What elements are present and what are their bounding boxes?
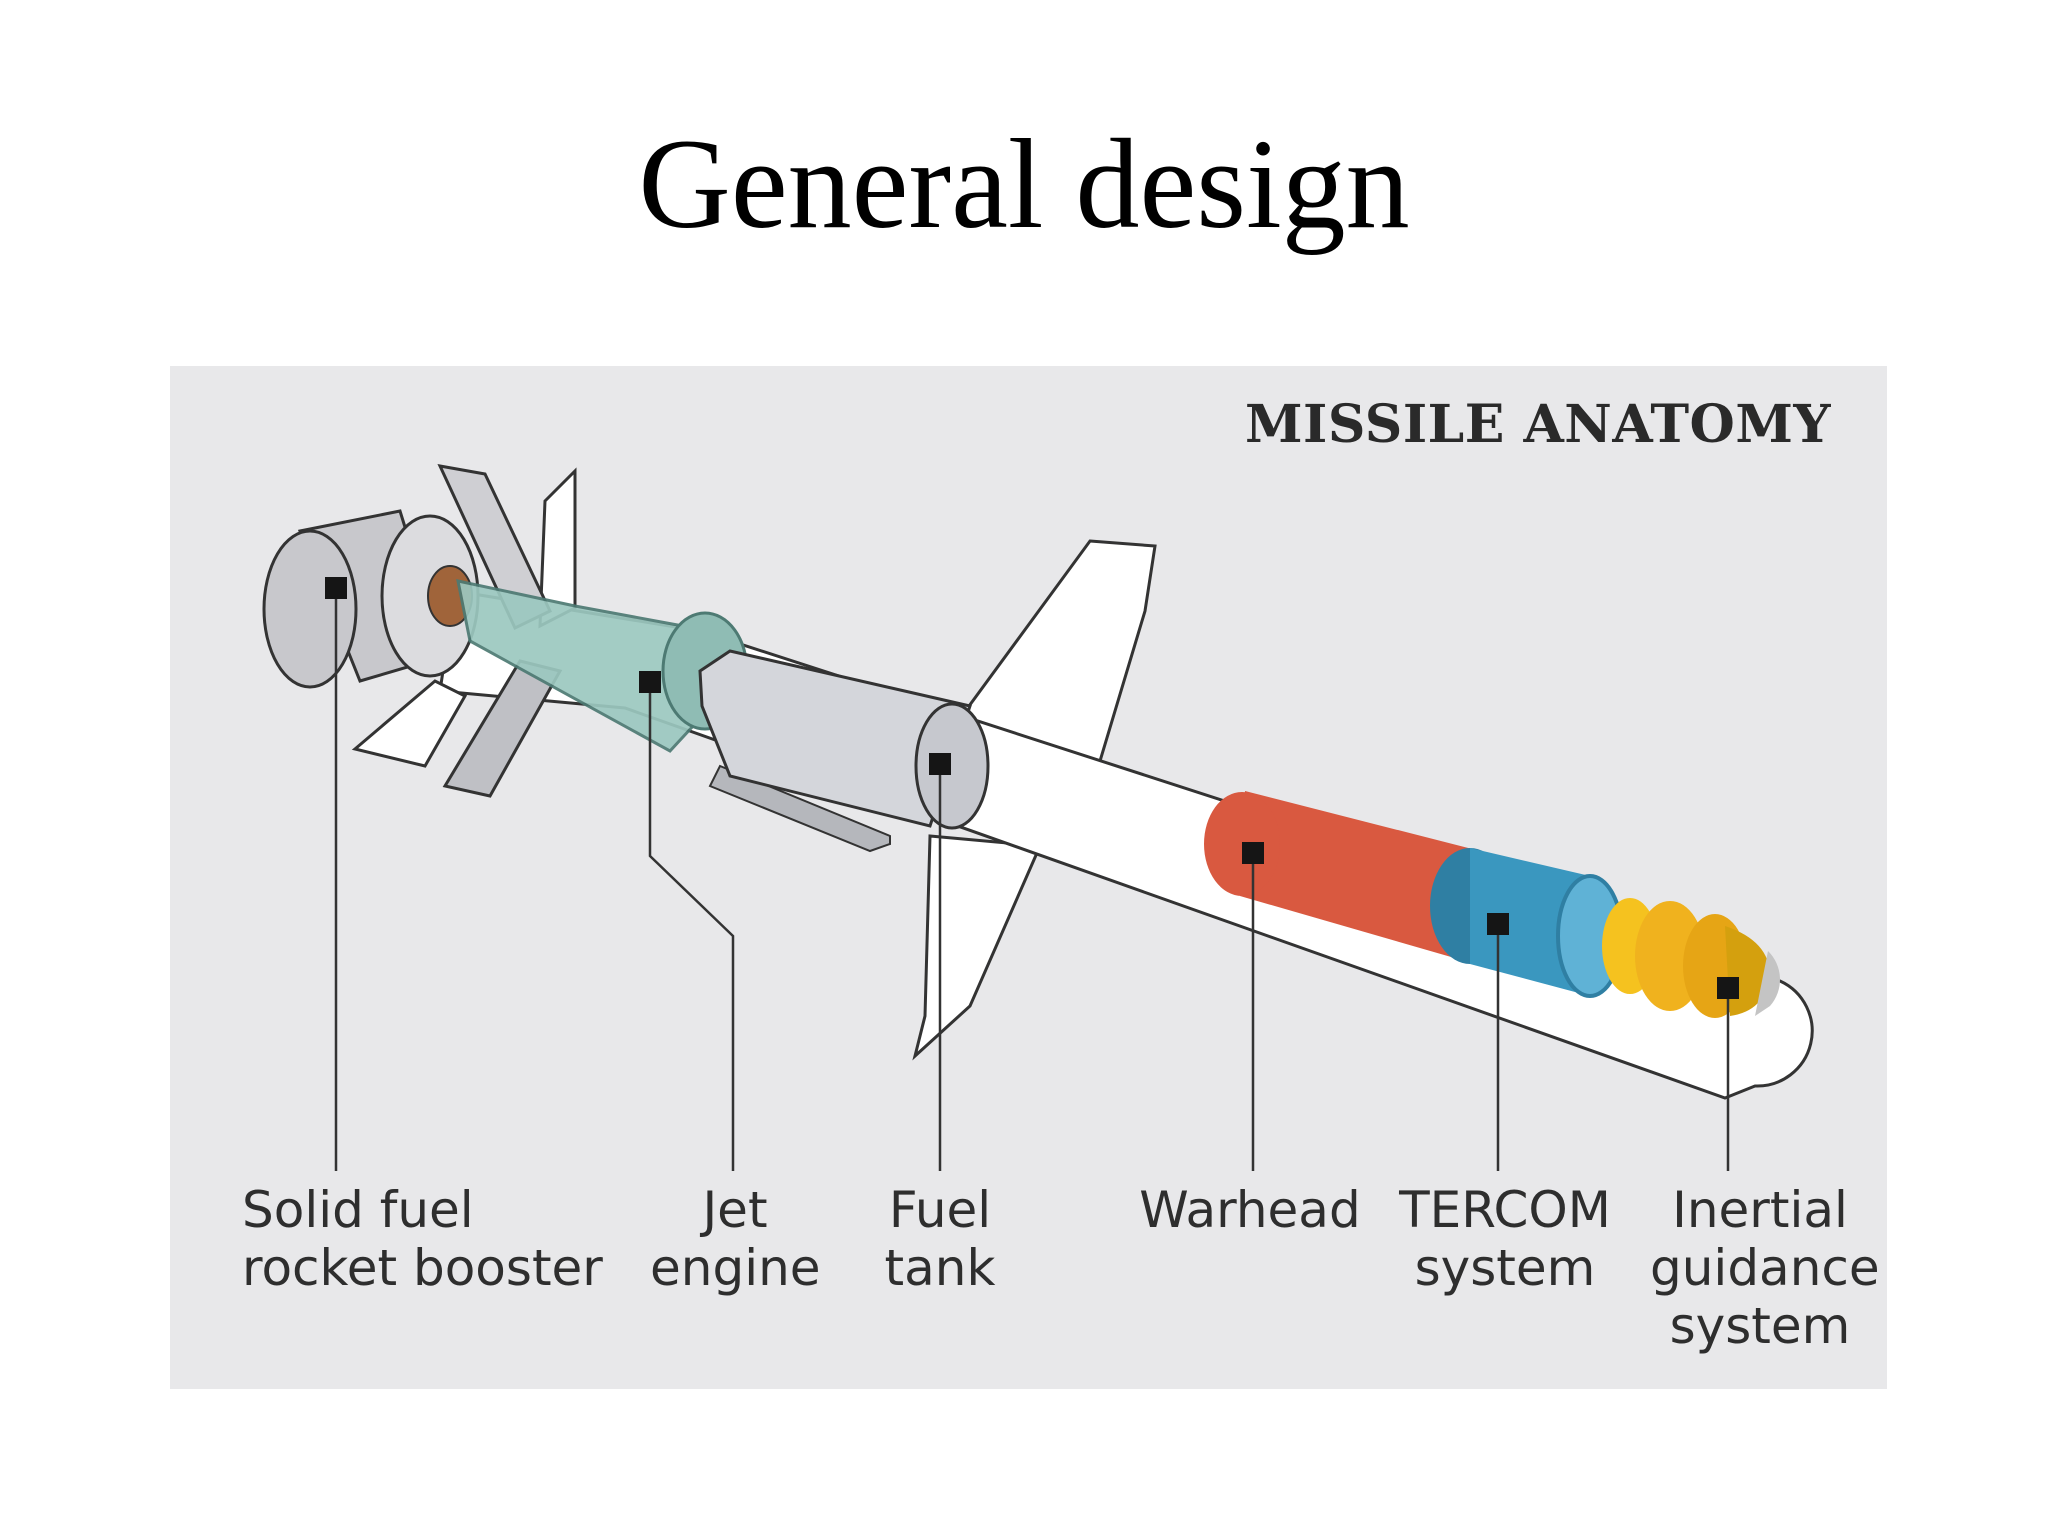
marker-ins	[1717, 977, 1739, 999]
leader-jet	[648, 682, 735, 1171]
marker-tercom	[1487, 913, 1509, 935]
leader-lines	[334, 588, 1730, 1171]
tercom-shape	[1430, 848, 1624, 998]
label-rocket-booster: Solid fuel rocket booster	[242, 1181, 603, 1297]
label-jet-engine: Jet engine	[650, 1181, 821, 1297]
label-inertial-guidance: Inertial guidance system	[1650, 1181, 1880, 1355]
lower-wing	[912, 834, 1043, 1061]
missile-anatomy-diagram: MISSILE ANATOMY Solid fuel rocket booste…	[170, 366, 1887, 1389]
label-tercom: TERCOM system	[1399, 1181, 1611, 1297]
marker-fuel	[929, 753, 951, 775]
air-intake	[708, 764, 891, 853]
label-warhead: Warhead	[1139, 1181, 1361, 1239]
fuel-tank-shape	[698, 649, 990, 830]
diagram-heading: MISSILE ANATOMY	[1244, 394, 1831, 455]
marker-warhead	[1242, 842, 1264, 864]
label-fuel-tank: Fuel tank	[884, 1181, 996, 1297]
part-markers	[325, 577, 1739, 999]
marker-booster	[325, 577, 347, 599]
missile-illustration	[262, 464, 1814, 1171]
slide-title: General design	[638, 113, 1410, 255]
tail-fin-bottom-left	[351, 679, 468, 768]
rocket-booster-shape	[262, 509, 480, 689]
marker-jet	[639, 671, 661, 693]
